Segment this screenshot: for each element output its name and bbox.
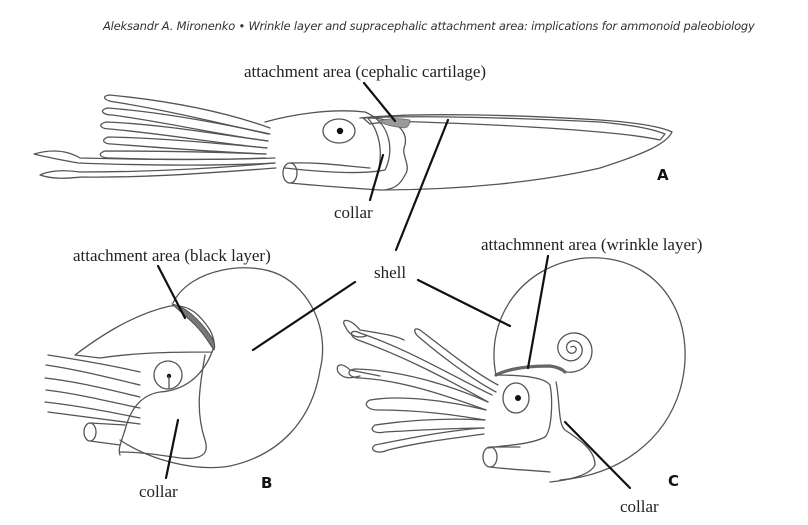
leader-collar-c (563, 420, 632, 490)
leader-collar-a (368, 153, 385, 202)
attachment-area-black-layer (170, 303, 216, 351)
label-collar-c: collar (620, 497, 659, 516)
squid-eye (322, 118, 356, 144)
panel-label-c: C (668, 472, 679, 490)
label-shell: shell (374, 263, 406, 282)
squid-arms (33, 94, 277, 179)
ammonoid-spiral (556, 332, 593, 373)
leader-shell-c (416, 278, 512, 328)
nautilus-shell (119, 267, 324, 469)
panel-label-a: A (657, 166, 669, 184)
ammonoid-eye (502, 382, 530, 414)
label-attachment-cephalic-cartilage: attachment area (cephalic cartilage) (244, 62, 486, 81)
nautilus-collar (119, 354, 207, 460)
squid-collar (367, 117, 381, 191)
leader-shell-b (251, 280, 357, 352)
panel-a-squid (33, 94, 673, 191)
label-attachment-wrinkle-layer: attachmnent area (wrinkle layer) (481, 235, 702, 254)
leader-collar-b (164, 418, 180, 480)
nautilus-tentacles (44, 354, 141, 425)
ammonoid-shell (493, 257, 686, 481)
leader-cephalic-cartilage (362, 81, 397, 123)
ammonoid-head (487, 374, 553, 449)
panel-b-nautilus (44, 267, 324, 469)
squid-shell (362, 116, 666, 141)
squid-pupil (336, 127, 344, 135)
leader-shell-a (394, 118, 450, 252)
leader-wrinkle-layer (526, 254, 550, 370)
squid-head (264, 110, 391, 174)
ammonoid-collar (549, 381, 596, 483)
label-collar-a: collar (334, 203, 373, 222)
squid-mantle (359, 114, 673, 191)
nautilus-eye (153, 360, 183, 390)
nautilus-hood (74, 305, 215, 359)
leader-black-layer (156, 264, 187, 320)
label-collar-b: collar (139, 482, 178, 501)
leader-lines (156, 81, 632, 490)
panel-c-ammonoid (336, 257, 686, 483)
ammonoid-arms (336, 319, 499, 453)
panel-label-b: B (261, 474, 272, 492)
attachment-area-wrinkle-layer (494, 364, 567, 377)
label-attachment-black-layer: attachment area (black layer) (73, 246, 271, 265)
attachment-area-cephalic-cartilage (376, 118, 411, 129)
nautilus-body (118, 351, 213, 456)
running-title: Aleksandr A. Mironenko • Wrinkle layer a… (103, 19, 755, 33)
